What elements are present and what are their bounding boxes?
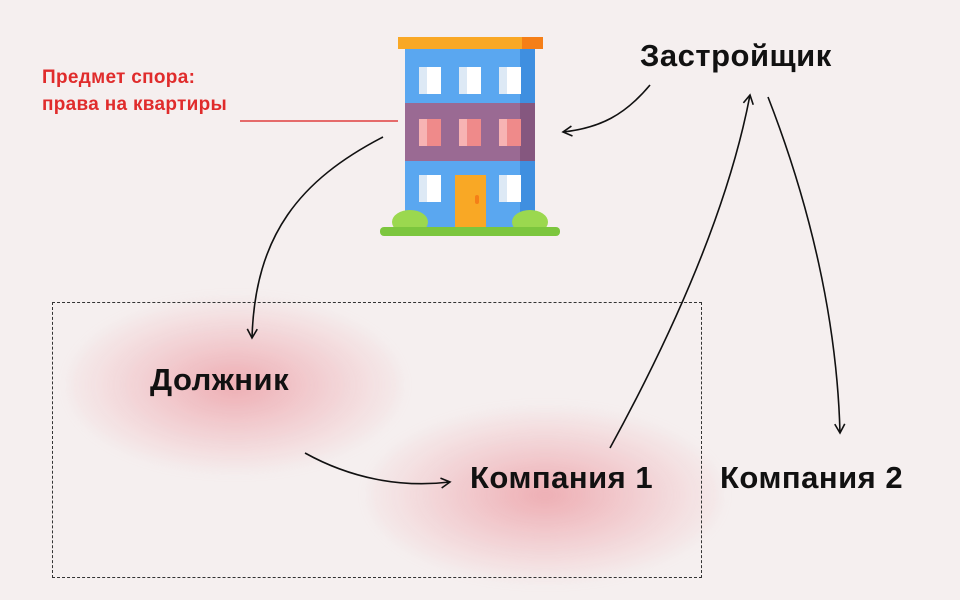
debtor-highlight: [70, 300, 400, 470]
node-developer: Застройщик: [640, 38, 832, 73]
node-company2: Компания 2: [720, 460, 904, 495]
node-debtor: Должник: [150, 362, 290, 397]
company1-highlight: [370, 410, 720, 580]
dispute-subject-label: Предмет спора: права на квартиры: [42, 64, 227, 118]
arrow-developer-to-company2: [767, 96, 846, 435]
arrow-developer-to-building: [561, 84, 651, 137]
arrow-company1-to-developer: [609, 93, 754, 449]
dispute-subject-line1: Предмет спора:: [42, 67, 196, 88]
arrow-debtor-to-company1: [304, 452, 452, 489]
dispute-subject-line2: права на квартиры: [42, 94, 228, 115]
node-company1: Компания 1: [470, 460, 654, 495]
dispute-subject-underline: [240, 120, 398, 122]
arrow-building-to-debtor: [246, 136, 384, 340]
debtor-group-frame: [52, 302, 702, 578]
